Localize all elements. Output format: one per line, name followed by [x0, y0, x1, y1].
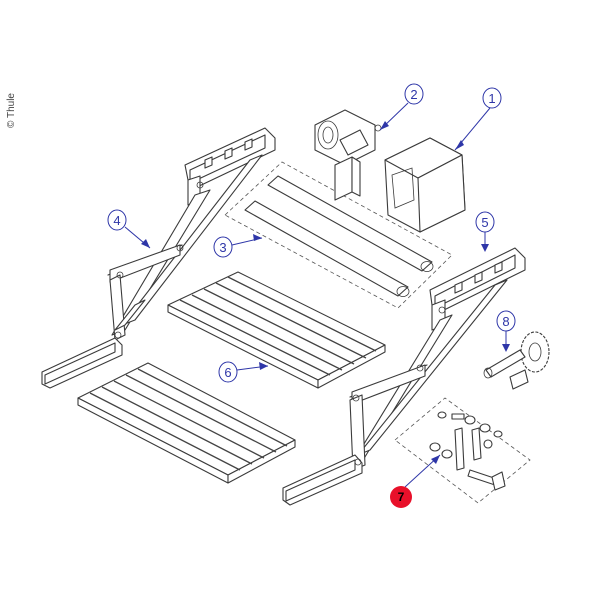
callout-8: 8: [496, 310, 516, 352]
callout-7: 7: [390, 454, 441, 508]
callout-2: 2: [379, 83, 424, 131]
svg-text:3: 3: [219, 240, 226, 255]
fastener-kit: [394, 397, 531, 504]
svg-text:1: 1: [488, 91, 495, 106]
callout-6: 6: [218, 361, 269, 383]
callout-1: 1: [454, 87, 502, 151]
callout-4: 4: [107, 209, 151, 249]
lower-step-tread: [77, 362, 296, 484]
copyright-notice: © Thule: [6, 93, 17, 128]
tube-set: [224, 161, 453, 309]
svg-text:8: 8: [502, 314, 509, 329]
callout-3: 3: [213, 234, 263, 258]
motor-cover: [384, 137, 466, 233]
gear-and-pin: [483, 331, 550, 390]
svg-text:5: 5: [481, 215, 488, 230]
motor-unit: [314, 109, 382, 201]
right-frame-arm: [282, 247, 526, 506]
svg-text:2: 2: [410, 87, 417, 102]
left-frame-arm: [41, 127, 276, 389]
callout-5: 5: [475, 211, 495, 252]
svg-text:4: 4: [113, 213, 120, 228]
svg-text:6: 6: [224, 365, 231, 380]
svg-text:7: 7: [398, 490, 405, 504]
upper-step-tread: [167, 271, 386, 389]
